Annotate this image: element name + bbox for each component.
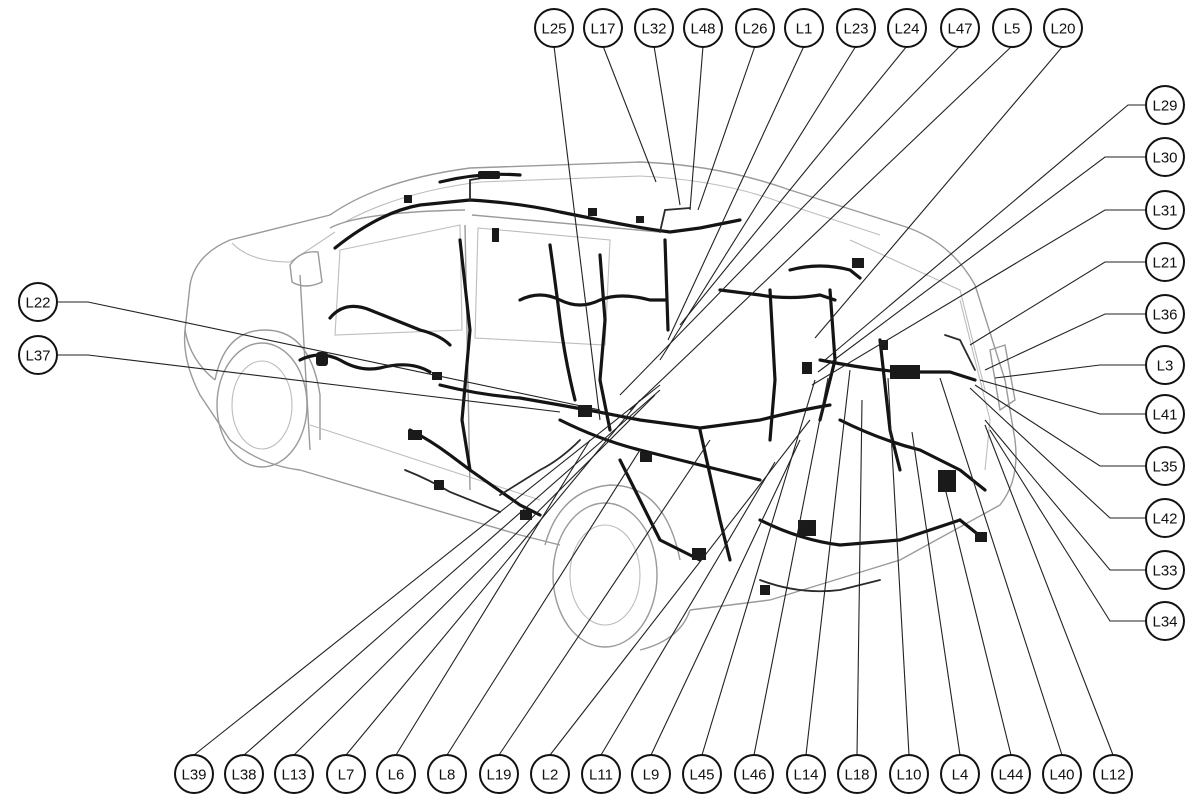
callout-l48: L48 xyxy=(683,8,723,48)
callout-label: L7 xyxy=(338,767,355,784)
callout-l21: L21 xyxy=(1145,242,1185,282)
wiring-harness xyxy=(298,171,987,595)
callout-label: L41 xyxy=(1152,407,1177,424)
callout-l11: L11 xyxy=(581,754,621,794)
callout-l45: L45 xyxy=(682,754,722,794)
callout-l41: L41 xyxy=(1145,394,1185,434)
callout-label: L32 xyxy=(641,21,666,38)
callout-l7: L7 xyxy=(326,754,366,794)
callout-label: L18 xyxy=(844,767,869,784)
callout-l44: L44 xyxy=(991,754,1031,794)
callout-l19: L19 xyxy=(479,754,519,794)
callout-l40: L40 xyxy=(1042,754,1082,794)
callout-l4: L4 xyxy=(940,754,980,794)
callout-l34: L34 xyxy=(1145,601,1185,641)
callout-l29: L29 xyxy=(1145,85,1185,125)
callouts-bottom: L39 L38 L13 L7 L6 L8 L19 L2 L11 L9 L45 L… xyxy=(174,754,1133,794)
callout-label: L34 xyxy=(1152,614,1177,631)
callout-label: L35 xyxy=(1152,459,1177,476)
callout-label: L48 xyxy=(690,21,715,38)
callout-l18: L18 xyxy=(837,754,877,794)
callout-l13: L13 xyxy=(274,754,314,794)
callouts-right: L29 L30 L31 L21 L36 L3 L41 L35 L42 L33 L… xyxy=(1145,85,1185,641)
callout-label: L29 xyxy=(1152,98,1177,115)
callout-label: L8 xyxy=(439,767,456,784)
callout-label: L2 xyxy=(542,767,559,784)
callout-label: L31 xyxy=(1152,203,1177,220)
callout-label: L24 xyxy=(894,21,919,38)
callout-l2: L2 xyxy=(530,754,570,794)
callout-l46: L46 xyxy=(734,754,774,794)
callout-l47: L47 xyxy=(940,8,980,48)
callout-label: L42 xyxy=(1152,511,1177,528)
callout-label: L14 xyxy=(793,767,818,784)
callout-l26: L26 xyxy=(735,8,775,48)
callout-label: L19 xyxy=(486,767,511,784)
callout-l37: L37 xyxy=(18,335,58,375)
callout-label: L47 xyxy=(947,21,972,38)
callout-l3: L3 xyxy=(1145,345,1185,385)
callout-label: L45 xyxy=(689,767,714,784)
callout-label: L36 xyxy=(1152,307,1177,324)
callout-l30: L30 xyxy=(1145,137,1185,177)
callout-l38: L38 xyxy=(224,754,264,794)
callout-label: L1 xyxy=(796,21,813,38)
callout-l42: L42 xyxy=(1145,498,1185,538)
callout-label: L30 xyxy=(1152,150,1177,167)
callout-label: L20 xyxy=(1050,21,1075,38)
callout-l1: L1 xyxy=(784,8,824,48)
callout-label: L10 xyxy=(896,767,921,784)
callout-l10: L10 xyxy=(889,754,929,794)
callout-label: L37 xyxy=(25,348,50,365)
callout-l22: L22 xyxy=(18,282,58,322)
callout-label: L4 xyxy=(952,767,969,784)
callout-l5: L5 xyxy=(992,8,1032,48)
callout-label: L9 xyxy=(643,767,660,784)
callout-label: L23 xyxy=(843,21,868,38)
callout-label: L11 xyxy=(589,767,613,784)
callout-label: L38 xyxy=(231,767,256,784)
callout-l6: L6 xyxy=(376,754,416,794)
callouts-top: L25 L17 L32 L48 L26 L1 L23 L24 L47 L5 L2… xyxy=(534,8,1083,48)
callout-label: L13 xyxy=(281,767,306,784)
callout-l32: L32 xyxy=(634,8,674,48)
callout-label: L25 xyxy=(541,21,566,38)
callout-l14: L14 xyxy=(786,754,826,794)
callout-l35: L35 xyxy=(1145,446,1185,486)
callout-label: L3 xyxy=(1157,358,1174,375)
callout-l31: L31 xyxy=(1145,190,1185,230)
callout-label: L22 xyxy=(25,295,50,312)
callout-label: L5 xyxy=(1004,21,1021,38)
callout-label: L39 xyxy=(181,767,206,784)
callout-l36: L36 xyxy=(1145,294,1185,334)
callout-label: L40 xyxy=(1049,767,1074,784)
callout-label: L46 xyxy=(741,767,766,784)
callout-l25: L25 xyxy=(534,8,574,48)
callout-l12: L12 xyxy=(1093,754,1133,794)
callout-label: L33 xyxy=(1152,563,1177,580)
callout-label: L12 xyxy=(1100,767,1125,784)
callout-l39: L39 xyxy=(174,754,214,794)
callout-l17: L17 xyxy=(583,8,623,48)
callout-label: L17 xyxy=(590,21,615,38)
callout-l20: L20 xyxy=(1043,8,1083,48)
callout-l8: L8 xyxy=(427,754,467,794)
callout-l33: L33 xyxy=(1145,550,1185,590)
callout-l23: L23 xyxy=(836,8,876,48)
callout-l9: L9 xyxy=(631,754,671,794)
callout-label: L6 xyxy=(388,767,405,784)
callout-l24: L24 xyxy=(887,8,927,48)
callout-label: L26 xyxy=(742,21,767,38)
callout-label: L21 xyxy=(1152,255,1177,272)
vehicle-outline xyxy=(183,161,1017,651)
callouts-left: L22 L37 xyxy=(18,282,58,375)
leader-lines xyxy=(58,45,1145,756)
callout-label: L44 xyxy=(998,767,1023,784)
